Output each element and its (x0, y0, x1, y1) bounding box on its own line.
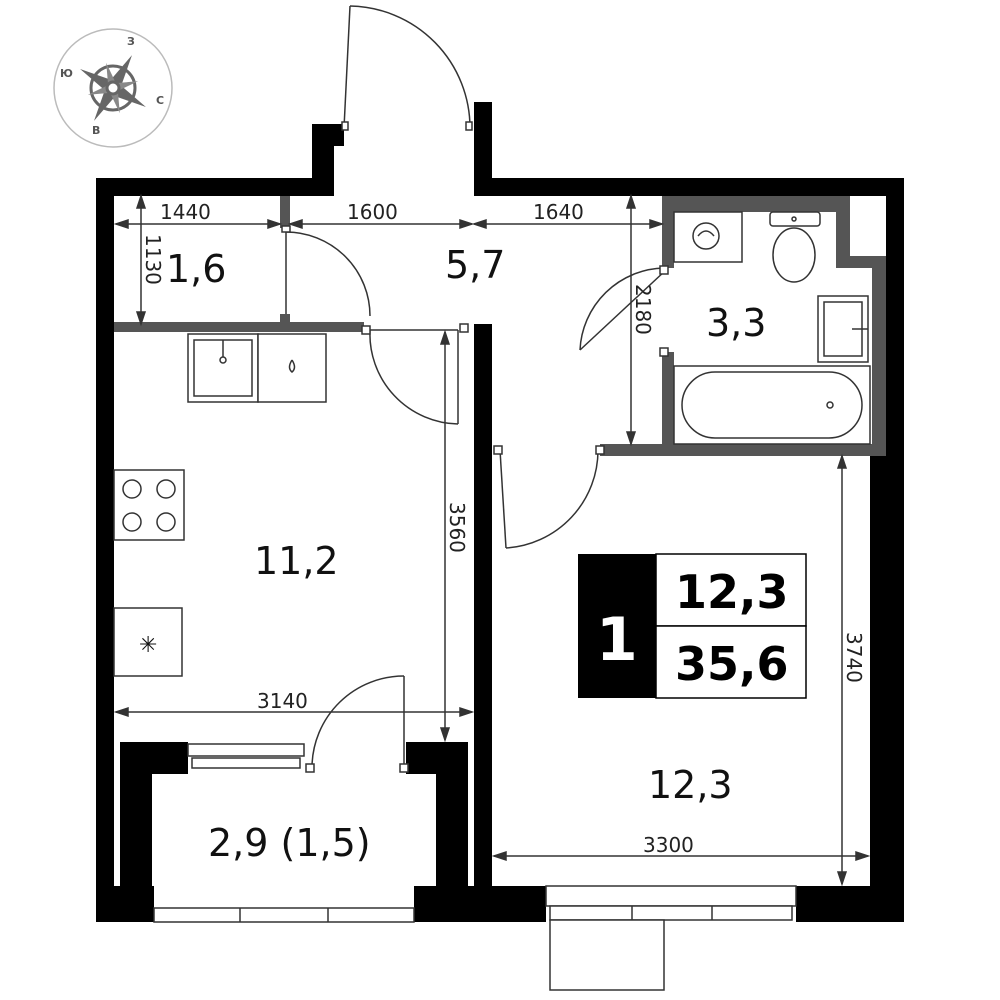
balcony-window (153, 907, 415, 923)
compass: З С В Ю (53, 28, 173, 148)
bedroom-window-frame (549, 905, 793, 921)
kitchen-sink-icon (187, 333, 259, 403)
dishwasher-icon (257, 333, 327, 403)
svg-text:✳: ✳ (139, 633, 157, 658)
room-kitchen-area: 11,2 (254, 539, 339, 583)
room-bedroom-area: 12,3 (648, 763, 733, 807)
stove-icon (113, 469, 185, 541)
compass-west: Ю (60, 67, 73, 80)
fixtures: ✳ (113, 211, 871, 677)
compass-south: В (92, 124, 100, 137)
toilet-icon (769, 211, 821, 283)
bathtub-icon (673, 365, 871, 445)
badge-living-area: 12,3 (675, 565, 789, 619)
room-storage-area: 1,6 (166, 247, 226, 291)
compass-east: С (156, 94, 164, 107)
dim-kitchen-height: 3560 (445, 502, 469, 553)
dim-top-right: 1640 (533, 200, 584, 224)
room-balcony-area: 2,9 (1,5) (208, 821, 371, 865)
bathroom-sink-icon (817, 295, 869, 363)
windows (153, 743, 797, 991)
dim-top-left: 1440 (160, 200, 211, 224)
bedroom-balcony-slab (549, 919, 665, 991)
dim-bedroom-height: 3740 (842, 632, 866, 683)
doors (281, 5, 669, 773)
compass-north: З (127, 35, 135, 48)
interior-partitions (114, 196, 886, 456)
room-hall-area: 5,7 (445, 243, 505, 287)
badge-living-box (655, 553, 807, 627)
badge-total-box (655, 625, 807, 699)
badge-room-count-box (578, 554, 656, 698)
kitchen-window (187, 743, 305, 757)
badge-total-area: 35,6 (675, 637, 789, 691)
badge-room-count: 1 (596, 605, 638, 675)
dim-bedroom-width: 3300 (643, 833, 694, 857)
bedroom-window (545, 885, 797, 907)
entrance-door-leaf (343, 5, 351, 129)
dim-top-mid: 1600 (347, 200, 398, 224)
dim-storage-height: 1130 (141, 234, 165, 285)
area-badge: 1 12,3 35,6 (578, 553, 807, 699)
kitchen-window-sill (191, 757, 301, 769)
dimension-lines (113, 193, 871, 887)
dim-kitchen-width: 3140 (257, 689, 308, 713)
exterior-walls (96, 102, 904, 922)
room-bathroom-area: 3,3 (706, 301, 766, 345)
dim-bath-height: 2180 (631, 284, 655, 335)
bedroom-door-leaf (499, 449, 507, 549)
washing-machine-icon (673, 211, 743, 263)
compass-rose-icon (80, 55, 146, 121)
entrance-door-swing (349, 5, 471, 129)
fridge-icon: ✳ (113, 607, 183, 677)
